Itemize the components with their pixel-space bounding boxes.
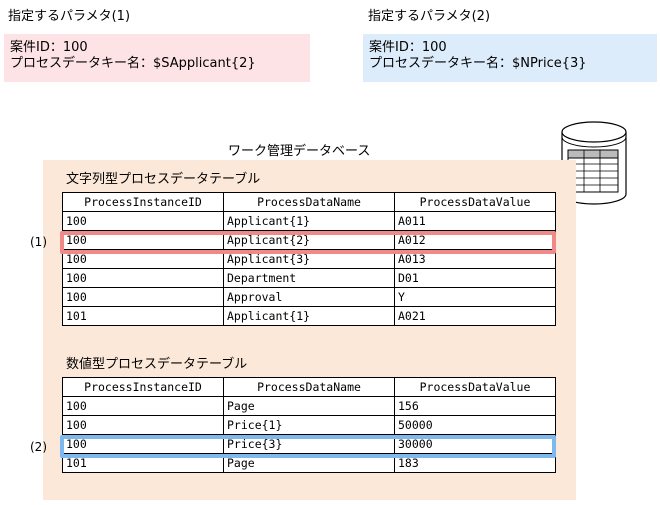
row-marker-2: (2) [30,440,47,454]
table-cell: Page [223,396,395,416]
database-icon [561,121,627,205]
param1-title: 指定するパラメタ(1) [8,9,131,24]
param2-case-id: 案件ID：100 [369,40,447,55]
table-cell: 100 [62,287,224,307]
param1-box: 案件ID：100 プロセスデータキー名：$SApplicant{2} [4,34,310,82]
string-data-table: ProcessInstanceID ProcessDataName Proces… [62,192,556,326]
table-cell: 100 [62,396,224,416]
table-cell: 100 [62,415,224,435]
table-cell: Price{1} [223,415,395,435]
table-cell: 101 [62,306,224,326]
table-cell: Department [223,268,395,288]
table-cell: Y [394,287,556,307]
param2-box: 案件ID：100 プロセスデータキー名：$NPrice{3} [363,34,657,82]
column-header: ProcessDataName [223,192,395,212]
table-cell: 100 [62,268,224,288]
row-marker-1: (1) [30,235,47,249]
database-title: ワーク管理データベース [228,144,371,159]
column-header: ProcessInstanceID [62,377,224,397]
table-cell: Applicant{1} [223,306,395,326]
table-cell: Approval [223,287,395,307]
table-row: 100 Applicant{3} A013 [62,249,556,269]
table-row: 100 Approval Y [62,287,556,307]
column-header: ProcessDataValue [394,377,556,397]
param2-key-name: プロセスデータキー名：$NPrice{3} [369,56,587,71]
table-row: 101 Page 183 [62,453,556,473]
column-header: ProcessDataValue [394,192,556,212]
highlight-row-2 [60,435,556,458]
table-cell: 156 [394,396,556,416]
table-row: 100 Applicant{1} A011 [62,211,556,231]
table-header-row: ProcessInstanceID ProcessDataName Proces… [62,377,556,397]
param2-title: 指定するパラメタ(2) [368,9,491,24]
table-row: 100 Price{1} 50000 [62,415,556,435]
column-header: ProcessInstanceID [62,192,224,212]
table-row: 100 Page 156 [62,396,556,416]
table-cell: 50000 [394,415,556,435]
table-cell: A021 [394,306,556,326]
param1-key-name: プロセスデータキー名：$SApplicant{2} [10,56,256,71]
table-row: 101 Applicant{1} A021 [62,306,556,326]
column-header: ProcessDataName [223,377,395,397]
param1-case-id: 案件ID：100 [10,40,88,55]
table-cell: A011 [394,211,556,231]
table-cell: Applicant{1} [223,211,395,231]
table-header-row: ProcessInstanceID ProcessDataName Proces… [62,192,556,212]
string-table-title: 文字列型プロセスデータテーブル [66,172,261,187]
numeric-data-table: ProcessInstanceID ProcessDataName Proces… [62,377,556,473]
highlight-row-1 [60,231,556,254]
numeric-table-title: 数値型プロセスデータテーブル [66,357,248,372]
table-row: 100 Department D01 [62,268,556,288]
table-cell: D01 [394,268,556,288]
table-cell: 100 [62,211,224,231]
